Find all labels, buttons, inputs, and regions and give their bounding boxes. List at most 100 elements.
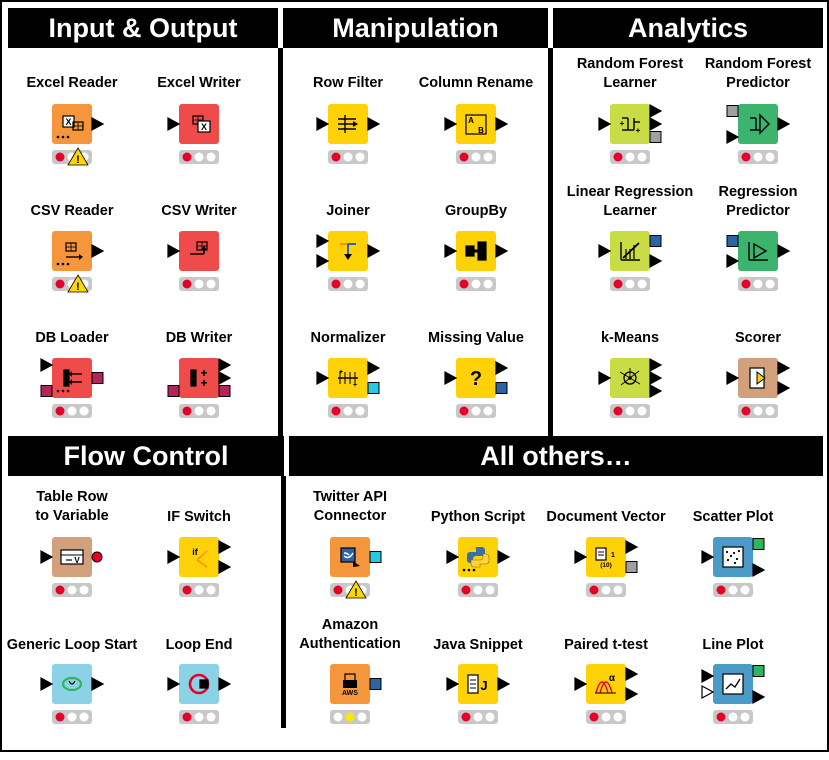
node-loop-end[interactable]: Loop End — [129, 636, 269, 760]
output-port[interactable] — [649, 357, 663, 373]
output-port[interactable] — [218, 385, 231, 397]
node-scatter-plot[interactable]: Scatter Plot — [663, 508, 803, 632]
output-port[interactable] — [752, 562, 766, 578]
output-port[interactable] — [649, 235, 662, 247]
output-port[interactable] — [218, 676, 232, 692]
output-port[interactable] — [218, 357, 232, 373]
input-port[interactable] — [167, 116, 181, 132]
input-port[interactable] — [598, 116, 612, 132]
input-port[interactable] — [726, 105, 739, 117]
output-port[interactable] — [91, 116, 105, 132]
node-body[interactable] — [738, 231, 778, 271]
input-port[interactable] — [726, 370, 740, 386]
output-port[interactable] — [777, 380, 791, 396]
input-port[interactable] — [316, 233, 330, 249]
input-port[interactable] — [40, 385, 53, 397]
node-python-script[interactable]: Python Script — [408, 508, 548, 632]
node-db-writer[interactable]: DB Writer++ — [129, 329, 269, 453]
input-port[interactable] — [446, 549, 460, 565]
input-port[interactable] — [316, 253, 330, 269]
input-port[interactable] — [598, 370, 612, 386]
output-port[interactable] — [218, 370, 232, 386]
output-port[interactable] — [495, 243, 509, 259]
output-port[interactable] — [218, 539, 232, 555]
node-body[interactable] — [610, 104, 650, 144]
input-port[interactable] — [446, 676, 460, 692]
input-port[interactable] — [167, 549, 181, 565]
input-port[interactable] — [40, 676, 54, 692]
input-port[interactable] — [726, 129, 740, 145]
output-port[interactable] — [91, 551, 103, 563]
input-port[interactable] — [40, 357, 54, 373]
node-body[interactable] — [179, 537, 219, 577]
output-port[interactable] — [91, 372, 104, 384]
node-body[interactable] — [586, 664, 626, 704]
node-body[interactable] — [458, 537, 498, 577]
input-port[interactable] — [701, 549, 715, 565]
input-port[interactable] — [701, 684, 715, 700]
output-port[interactable] — [752, 538, 765, 550]
output-port[interactable] — [649, 103, 663, 119]
output-port[interactable] — [367, 116, 381, 132]
node-csv-reader[interactable]: CSV Reader! — [2, 202, 142, 326]
node-groupby[interactable]: GroupBy — [406, 202, 546, 326]
output-port[interactable] — [625, 686, 639, 702]
output-port[interactable] — [752, 689, 766, 705]
node-db-loader[interactable]: DB Loader — [2, 329, 142, 453]
node-body[interactable] — [179, 664, 219, 704]
output-port[interactable] — [91, 243, 105, 259]
node-body[interactable] — [738, 104, 778, 144]
output-port[interactable] — [649, 370, 663, 386]
node-body[interactable] — [52, 358, 92, 398]
output-port[interactable] — [777, 360, 791, 376]
input-port[interactable] — [444, 370, 458, 386]
node-scorer[interactable]: Scorer — [688, 329, 828, 453]
output-port[interactable] — [495, 116, 509, 132]
node-body[interactable] — [179, 231, 219, 271]
input-port[interactable] — [726, 253, 740, 269]
node-normalizer[interactable]: Normalizer++ — [278, 329, 418, 453]
input-port[interactable] — [574, 676, 588, 692]
output-port[interactable] — [497, 676, 511, 692]
node-missing-value[interactable]: Missing Value? — [406, 329, 546, 453]
output-port[interactable] — [369, 551, 382, 563]
output-port[interactable] — [495, 382, 508, 394]
output-port[interactable] — [497, 549, 511, 565]
input-port[interactable] — [598, 243, 612, 259]
output-port[interactable] — [625, 666, 639, 682]
output-port[interactable] — [91, 676, 105, 692]
node-joiner[interactable]: Joiner — [278, 202, 418, 326]
input-port[interactable] — [701, 668, 715, 684]
input-port[interactable] — [316, 116, 330, 132]
input-port[interactable] — [726, 235, 739, 247]
input-port[interactable] — [444, 116, 458, 132]
input-port[interactable] — [167, 676, 181, 692]
output-port[interactable] — [649, 253, 663, 269]
output-port[interactable] — [752, 665, 765, 677]
output-port[interactable] — [777, 243, 791, 259]
output-port[interactable] — [369, 678, 382, 690]
output-port[interactable] — [218, 559, 232, 575]
output-port[interactable] — [649, 383, 663, 399]
input-port[interactable] — [167, 243, 181, 259]
output-port[interactable] — [625, 561, 638, 573]
node-k-means[interactable]: k-Means — [560, 329, 700, 453]
node-line-plot[interactable]: Line Plot — [663, 636, 803, 760]
output-port[interactable] — [625, 539, 639, 555]
output-port[interactable] — [367, 243, 381, 259]
output-port[interactable] — [367, 360, 381, 376]
node-csv-writer[interactable]: CSV Writer — [129, 202, 269, 326]
node-body[interactable] — [456, 104, 496, 144]
node-body[interactable] — [456, 358, 496, 398]
node-row-filter[interactable]: Row Filter — [278, 74, 418, 198]
